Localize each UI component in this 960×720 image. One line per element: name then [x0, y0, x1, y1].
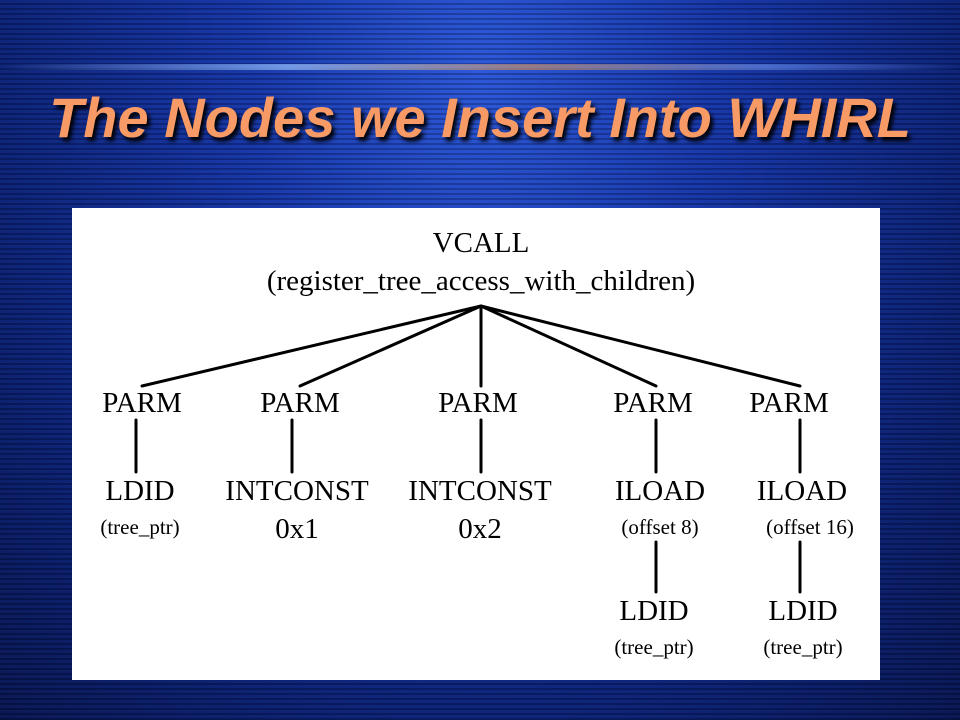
iload-node-2: ILOAD — [756, 475, 848, 507]
ldid-node-1-detail: (tree_ptr) — [100, 515, 180, 539]
parm-node-2: PARM — [260, 387, 340, 419]
slide-title: The Nodes we Insert Into WHIRL — [49, 86, 911, 149]
ldid-node-2: LDID — [619, 595, 689, 627]
ldid-node-2-detail: (tree_ptr) — [614, 635, 694, 659]
ldid-node-3: LDID — [768, 595, 838, 627]
iload-node-1-detail: (offset 8) — [621, 515, 699, 539]
intconst-node-1-detail: 0x1 — [275, 513, 319, 545]
parm-node-1: PARM — [102, 387, 182, 419]
background-light-streak — [0, 64, 960, 70]
root-node-detail: (register_tree_access_with_children) — [266, 265, 696, 297]
tree-diagram-panel: VCALL (register_tree_access_with_childre… — [72, 208, 880, 680]
parm-node-3: PARM — [438, 387, 518, 419]
intconst-node-2: INTCONST — [408, 475, 552, 507]
edge-root-parm-4 — [479, 304, 658, 388]
tree-edges — [134, 304, 802, 594]
edge-root-parm-1 — [140, 304, 483, 388]
ldid-node-3-detail: (tree_ptr) — [763, 635, 843, 659]
parm-node-5: PARM — [749, 387, 829, 419]
intconst-node-2-detail: 0x2 — [458, 513, 502, 545]
iload-node-1: ILOAD — [614, 475, 706, 507]
root-node-label: VCALL — [432, 227, 530, 259]
iload-node-2-detail: (offset 16) — [766, 515, 854, 539]
edge-root-parm-5 — [479, 304, 802, 388]
intconst-node-1: INTCONST — [225, 475, 369, 507]
parm-node-4: PARM — [613, 387, 693, 419]
edge-root-parm-2 — [298, 304, 483, 388]
ldid-node-1: LDID — [105, 475, 175, 507]
